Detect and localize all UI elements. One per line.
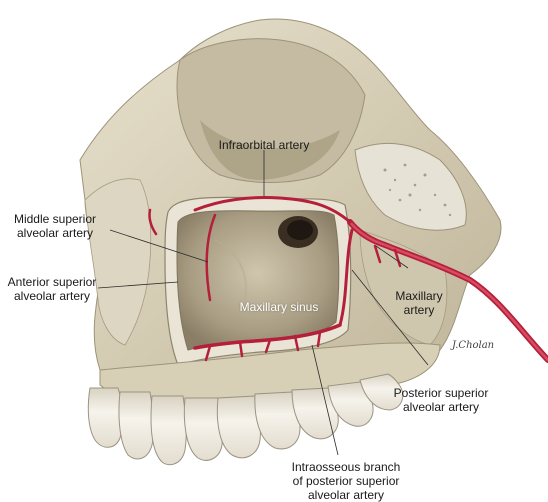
orbit-floor-shadow — [200, 120, 340, 180]
cancellous-texture — [383, 163, 452, 217]
label-maxillary-artery: Maxillary artery — [395, 289, 443, 317]
label-intraosseous-branch: Intraosseous branch of posterior superio… — [291, 460, 401, 502]
label-posterior-superior-alveolar-artery: Posterior superior alveolar artery — [393, 386, 489, 414]
label-middle-superior-alveolar-artery: Middle superior alveolar artery — [13, 212, 97, 240]
label-maxillary-sinus: Maxillary sinus — [239, 300, 319, 314]
arteries — [148, 196, 548, 363]
asaa-path — [148, 208, 158, 236]
leader-lines — [97, 150, 429, 456]
zygomatic-bone — [354, 142, 467, 231]
label-anterior-superior-alveolar-artery: Anterior superior alveolar artery — [7, 275, 97, 303]
artist-signature: J.Cholan — [452, 340, 495, 351]
infraorbital-artery-path — [193, 196, 352, 224]
intraosseous-branch-path — [193, 323, 342, 350]
teeth — [87, 373, 404, 466]
psaa-path — [338, 228, 354, 327]
label-infraorbital-artery: Infraorbital artery — [218, 138, 310, 152]
nasal-region — [84, 178, 152, 346]
msaa-path — [205, 213, 217, 302]
